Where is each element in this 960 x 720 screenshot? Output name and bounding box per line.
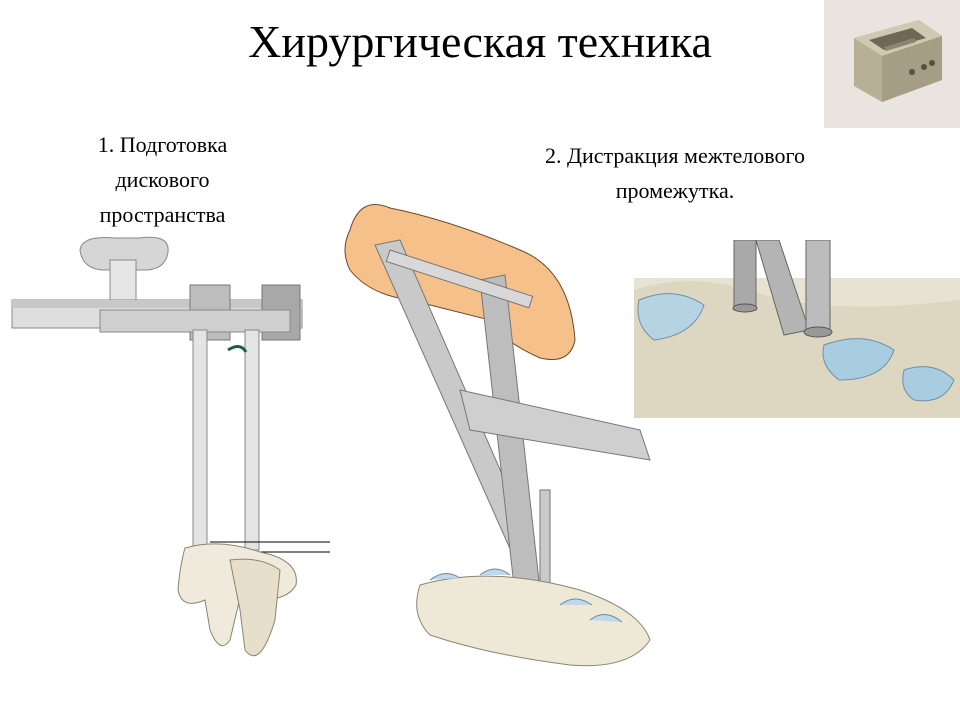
step2-label-line1: 2. Дистракция межтелового [544,143,805,168]
step1-illustration [11,236,330,657]
step2-detail-illustration [634,240,960,418]
slide-title: Хирургическая техника [248,16,712,67]
step1-label: 1. Подготовка дискового пространства [97,132,228,227]
step2-label-line2: промежутка. [615,178,735,203]
step2-label: 2. Дистракция межтелового промежутка. [505,138,845,208]
step2-illustration [344,204,651,667]
implant-photo [824,0,960,128]
